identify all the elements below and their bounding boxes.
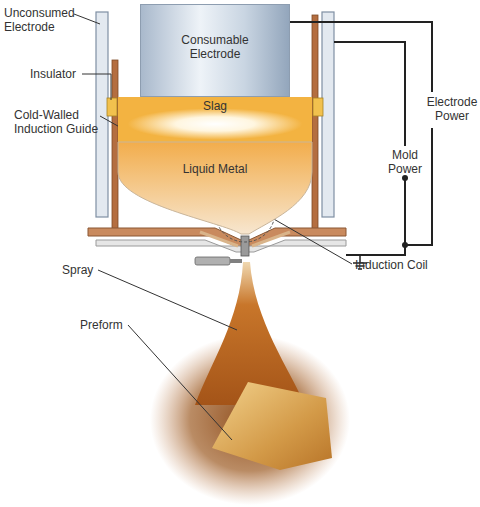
preform-shape [212,382,332,470]
part-label: Preform [80,318,140,332]
part-label: Induction Coil [355,258,455,272]
node-label: Slag [155,99,275,113]
liquid-metal-bowl [118,142,312,234]
unconsumed-electrode-wall [322,12,334,217]
junction-dot [402,242,408,248]
slag-layer: Slag [118,97,312,142]
part-label: Cold-Walled Induction Guide [14,108,106,136]
node-label: Consumable Electrode [165,33,265,61]
leader-line [82,74,111,100]
part-label: Insulator [30,67,90,81]
nozzle [241,236,249,256]
part-label: Unconsumed Electrode [4,6,84,34]
stopper-rod [195,257,230,265]
stopper-tip [230,259,242,263]
leader-line [272,218,352,264]
insulator-block [313,98,323,116]
part-label: Spray [62,263,112,277]
unconsumed-electrode-wall [96,12,108,217]
power-label: Electrode Power [424,95,480,123]
copper-lining [112,60,118,232]
leader-line [74,14,100,24]
wire [290,22,432,92]
base-plate [96,240,346,252]
power-label: Mold Power [383,148,427,176]
wire [346,178,405,255]
liquid-metal-pool: Liquid Metal [118,142,312,234]
leader-line [128,325,232,440]
wire [405,128,432,245]
consumable-electrode: Consumable Electrode [140,4,290,97]
copper-lining [312,15,318,232]
insulator-block [107,98,117,116]
wire [334,42,405,146]
liquid-metal-outline [118,142,312,234]
node-label: Liquid Metal [155,162,275,176]
